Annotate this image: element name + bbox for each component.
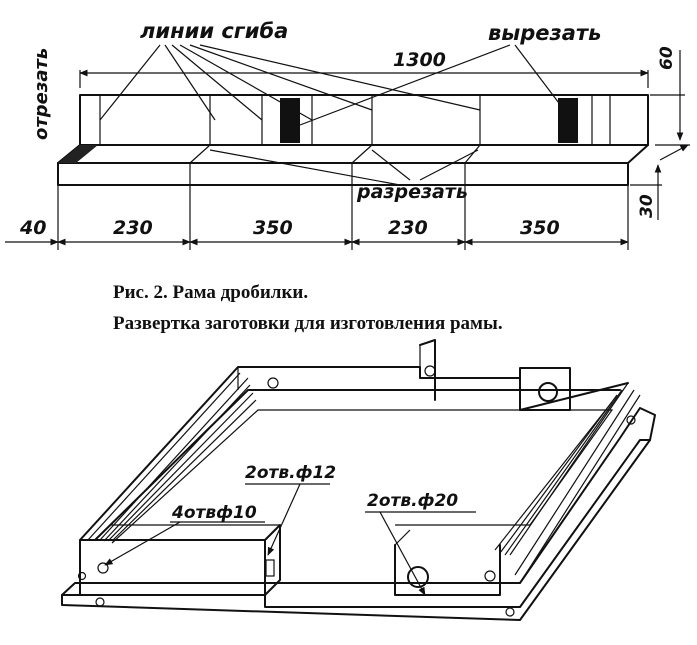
cutout-leaders [299,44,569,126]
slit-leaders [209,149,479,186]
dim-seg-0: 40 [19,217,46,239]
slot-front-left [265,559,275,577]
dim-seg-4: 350 [520,217,560,239]
dim-total: 1300 [393,49,446,71]
label-holes10: 4отвф10 [171,503,257,523]
hole-front-left [97,562,109,574]
hole-back-right [538,382,558,402]
label-slit: разрезать [356,181,468,203]
front-left-block-side [264,524,281,596]
back-ear-tab [419,339,436,401]
blank-development: линии сгиба вырезать разрезать отрезать … [5,19,690,250]
cut-out-notch-2 [558,98,578,143]
dim-seg-1: 230 [113,217,153,239]
caption-title: Рис. 2. Рама дробилки. [113,282,309,303]
label-cut-off: отрезать [31,48,52,140]
blank-flange-face [57,144,649,164]
dim-flange: 30 [637,194,657,218]
label-holes12: 2отв.ф12 [245,463,336,483]
right-wall-ribs [494,382,641,584]
bend-leaders [99,44,481,121]
blank-lower-flange [57,162,629,186]
left-wall-ribs [87,372,257,542]
frame-back-top [79,366,629,541]
frame-isometric: 2отв.ф12 4отвф10 2отв.ф20 [61,339,656,621]
caption-subtitle: Развертка заготовки для изготовления рам… [113,313,503,334]
dim-height: 60 [657,46,677,70]
hole-back-left [267,377,279,389]
hole-ear [424,365,436,377]
cut-out-notch-1 [280,98,300,143]
dim-seg-3: 230 [388,217,428,239]
label-cut-out: вырезать [488,21,601,45]
frame-base-flange [61,407,656,608]
label-holes20: 2отв.ф20 [367,491,458,511]
frame-base-edge [61,439,651,621]
blank-upper-strip [79,94,649,146]
cut-off-corner [58,145,98,163]
segment-dim-lines [5,185,629,250]
label-bend-lines: линии сгиба [140,19,288,43]
hole-leaders [104,483,476,596]
back-right-lug [519,367,571,411]
hole-right-flange [626,415,636,425]
hole-front-right-20 [407,566,429,588]
front-right-block [394,544,501,596]
dim-seg-2: 350 [253,217,293,239]
